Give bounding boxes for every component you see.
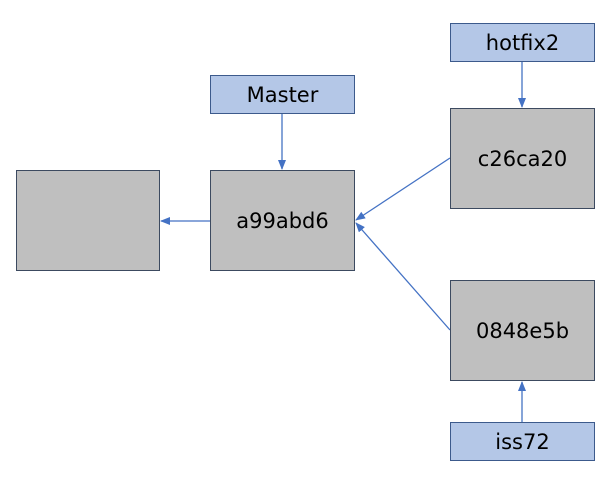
branch-label-master: Master (210, 75, 355, 114)
branch-label-hotfix2: hotfix2 (450, 23, 595, 62)
arrow-c26ca20-to-a99abd6 (355, 157, 451, 221)
commit-node-root (16, 170, 160, 271)
branch-name-iss72: iss72 (495, 429, 550, 454)
commit-hash-0848e5b: 0848e5b (475, 318, 570, 343)
branch-name-master: Master (246, 82, 319, 107)
arrow-0848e5b-to-a99abd6 (355, 222, 451, 331)
commit-hash-c26ca20: c26ca20 (477, 146, 568, 171)
commit-node-c26ca20: c26ca20 (450, 108, 595, 209)
branch-name-hotfix2: hotfix2 (485, 30, 560, 55)
branch-label-iss72: iss72 (450, 422, 595, 461)
commit-node-0848e5b: 0848e5b (450, 280, 595, 381)
commit-node-a99abd6: a99abd6 (210, 170, 355, 271)
commit-hash-a99abd6: a99abd6 (236, 208, 329, 233)
